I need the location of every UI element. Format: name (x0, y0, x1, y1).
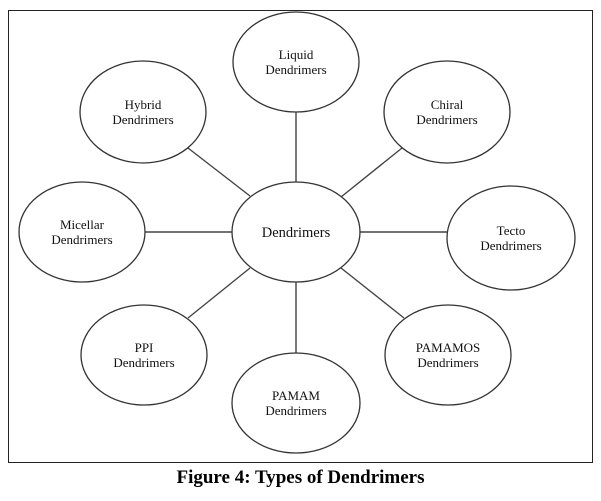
node-label-line2: Dendrimers (416, 112, 477, 127)
node-label-line1: PPI (135, 340, 154, 355)
node-ellipse (18, 181, 146, 283)
node-label-line1: Chiral (431, 97, 464, 112)
node-label-line1: Liquid (279, 47, 314, 62)
node-ellipse (79, 60, 207, 164)
connector-pamamos (340, 267, 405, 319)
connector-hybrid (187, 147, 251, 197)
node-label-line1: PAMAM (272, 388, 320, 403)
node-ellipse (232, 11, 360, 113)
connector-ppi (187, 267, 251, 319)
node-label-line1: PAMAMOS (416, 340, 481, 355)
figure-caption: Figure 4: Types of Dendrimers (176, 467, 425, 488)
node-label-line2: Dendrimers (265, 62, 326, 77)
node-ellipse (383, 60, 511, 164)
node-ellipse (80, 304, 208, 406)
node-ellipse (231, 352, 361, 454)
center-ellipse (231, 181, 361, 283)
node-label-line2: Dendrimers (51, 232, 112, 247)
center-node: Dendrimers (231, 181, 361, 283)
node-label-line1: Hybrid (125, 97, 162, 112)
node-ellipse (384, 304, 512, 406)
center-label: Dendrimers (262, 225, 331, 241)
node-label-line2: Dendrimers (112, 112, 173, 127)
node-label-line2: Dendrimers (480, 238, 541, 253)
node-label-line2: Dendrimers (265, 403, 326, 418)
connector-chiral (340, 147, 403, 198)
node-label-line1: Micellar (60, 217, 105, 232)
node-label-line2: Dendrimers (113, 355, 174, 370)
node-label-line2: Dendrimers (417, 355, 478, 370)
node-ellipse (446, 185, 576, 291)
figure-frame (8, 10, 593, 463)
node-label-line1: Tecto (497, 223, 526, 238)
